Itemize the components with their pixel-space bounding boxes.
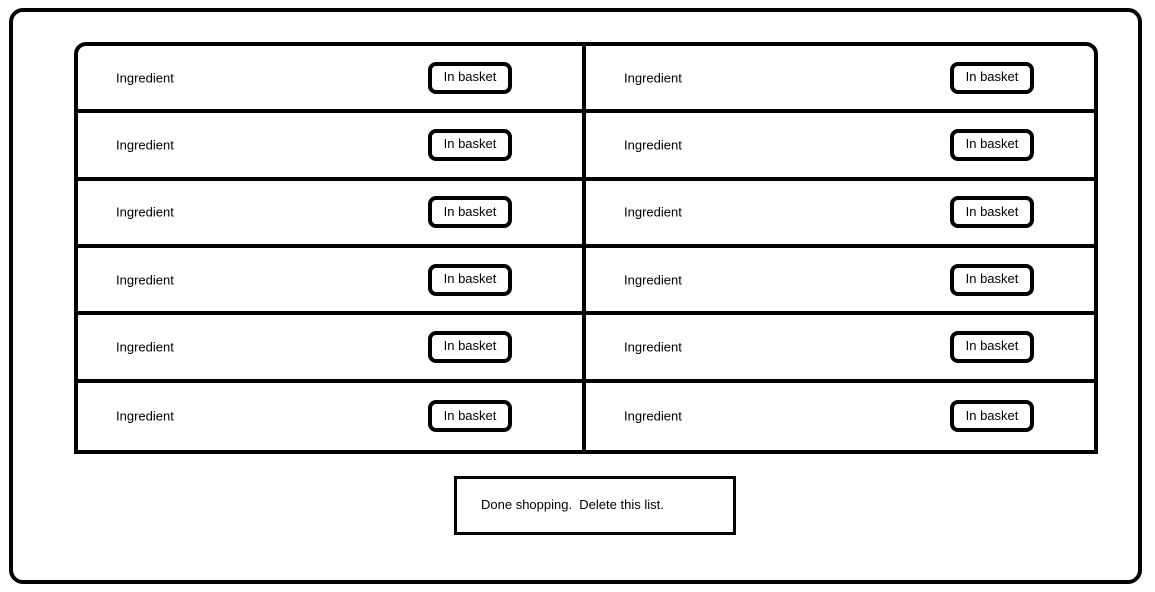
ingredient-label: Ingredient bbox=[116, 204, 174, 220]
list-item: Ingredient In basket bbox=[78, 180, 586, 248]
in-basket-button[interactable]: In basket bbox=[950, 263, 1034, 296]
list-item: Ingredient In basket bbox=[586, 383, 1094, 450]
in-basket-button[interactable]: In basket bbox=[950, 330, 1034, 363]
list-item: Ingredient In basket bbox=[78, 113, 586, 181]
ingredient-label: Ingredient bbox=[624, 137, 682, 153]
in-basket-button[interactable]: In basket bbox=[428, 330, 512, 363]
list-item: Ingredient In basket bbox=[586, 181, 1094, 248]
ingredient-label: Ingredient bbox=[116, 408, 174, 424]
in-basket-button[interactable]: In basket bbox=[950, 128, 1034, 161]
ingredient-label: Ingredient bbox=[624, 408, 682, 424]
ingredient-label: Ingredient bbox=[624, 272, 682, 288]
in-basket-button[interactable]: In basket bbox=[950, 400, 1034, 433]
in-basket-button[interactable]: In basket bbox=[950, 196, 1034, 229]
list-item: Ingredient In basket bbox=[586, 46, 1094, 114]
list-item: Ingredient In basket bbox=[586, 248, 1094, 316]
in-basket-button[interactable]: In basket bbox=[428, 196, 512, 229]
list-item: Ingredient In basket bbox=[586, 113, 1094, 181]
ingredient-label: Ingredient bbox=[116, 70, 174, 86]
list-item: Ingredient In basket bbox=[586, 315, 1094, 383]
in-basket-button[interactable]: In basket bbox=[428, 61, 512, 94]
ingredient-label: Ingredient bbox=[116, 272, 174, 288]
ingredient-label: Ingredient bbox=[624, 339, 682, 355]
list-item: Ingredient In basket bbox=[78, 315, 586, 383]
ingredient-label: Ingredient bbox=[116, 137, 174, 153]
in-basket-button[interactable]: In basket bbox=[428, 400, 512, 433]
shopping-list-grid: Ingredient In basket Ingredient In baske… bbox=[74, 42, 1098, 454]
list-item: Ingredient In basket bbox=[78, 248, 586, 316]
list-item: Ingredient In basket bbox=[78, 382, 586, 450]
ingredient-label: Ingredient bbox=[116, 339, 174, 355]
in-basket-button[interactable]: In basket bbox=[950, 61, 1034, 94]
done-shopping-button[interactable]: Done shopping. Delete this list. bbox=[454, 476, 736, 535]
ingredient-label: Ingredient bbox=[624, 70, 682, 86]
app-window bbox=[9, 8, 1142, 584]
in-basket-button[interactable]: In basket bbox=[428, 263, 512, 296]
in-basket-button[interactable]: In basket bbox=[428, 128, 512, 161]
ingredient-label: Ingredient bbox=[624, 204, 682, 220]
list-item: Ingredient In basket bbox=[78, 46, 586, 114]
